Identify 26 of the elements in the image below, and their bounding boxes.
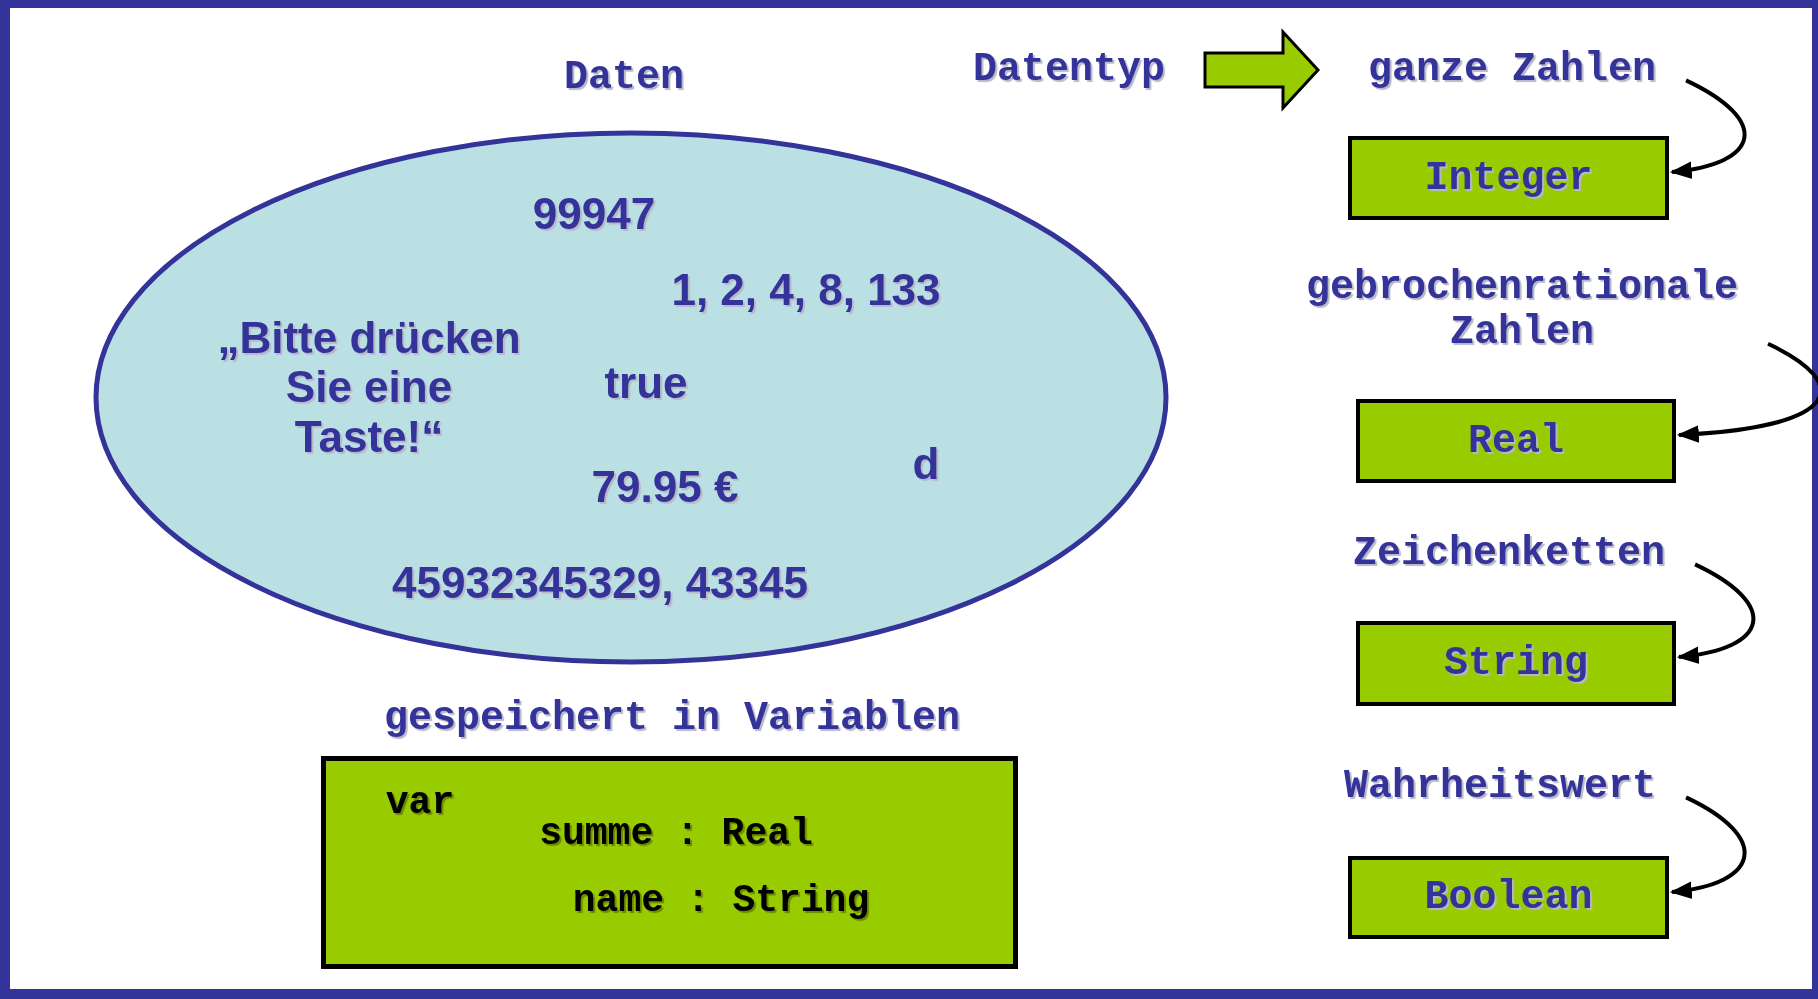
value-text: 1, 2, 4, 8, 133 xyxy=(671,265,941,315)
type-box: Boolean xyxy=(1348,856,1669,939)
type-label: Datentyp xyxy=(973,47,1165,93)
type-label: Zeichenketten xyxy=(1352,531,1666,577)
type-label: Wahrheitswert xyxy=(1343,764,1657,810)
quoted-text: „Bitte drücken Sie eine Taste!“ xyxy=(216,313,522,461)
code-line: name : String xyxy=(572,879,870,923)
type-label: gebrochenrationale Zahlen xyxy=(1305,266,1739,356)
value-text: true xyxy=(604,358,688,408)
curved-arrow xyxy=(1676,342,1818,443)
section-heading: Daten xyxy=(564,55,684,101)
code-line: var xyxy=(385,781,455,825)
type-box: String xyxy=(1356,621,1676,706)
value-text: d xyxy=(912,439,940,489)
type-box: Integer xyxy=(1348,136,1669,220)
section-heading: gespeichert in Variablen xyxy=(383,696,961,742)
type-box: Real xyxy=(1356,399,1676,483)
type-label: ganze Zahlen xyxy=(1368,47,1656,93)
curved-arrow xyxy=(1669,795,1747,899)
code-line: summe : Real xyxy=(539,812,813,856)
value-text: 99947 xyxy=(532,189,656,239)
curved-arrow xyxy=(1669,78,1747,179)
value-text: 79.95 € xyxy=(591,462,739,512)
block-arrow xyxy=(1203,28,1321,112)
value-text: 45932345329, 43345 xyxy=(392,558,808,608)
curved-arrow xyxy=(1676,562,1755,664)
